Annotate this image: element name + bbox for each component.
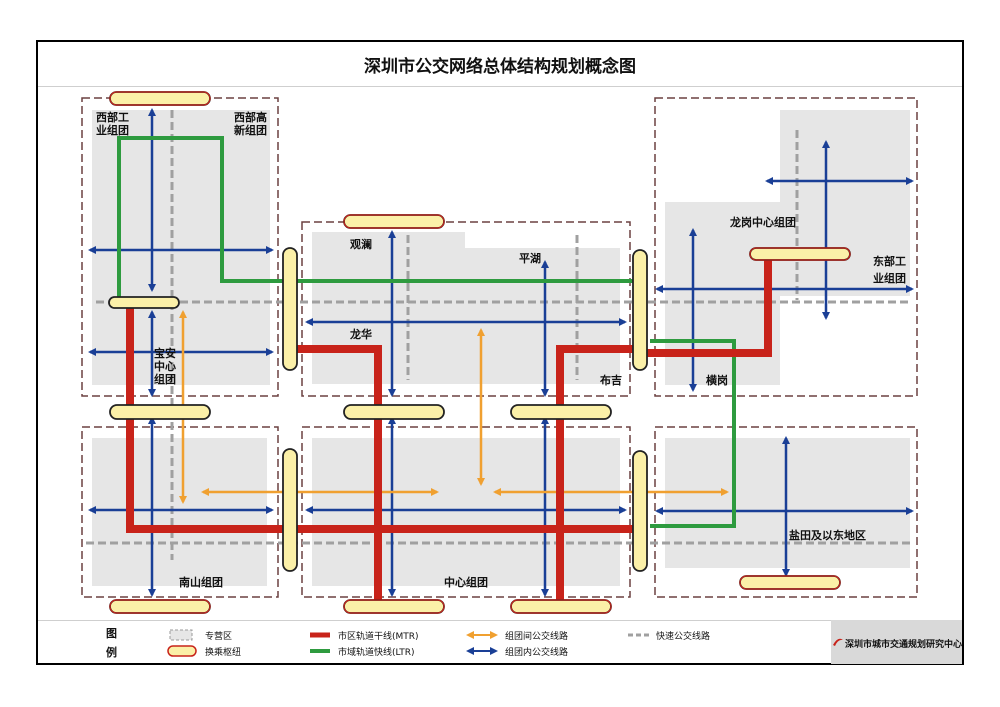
- legend-heading-2: 例: [106, 645, 117, 659]
- legend-express: 快速公交线路: [656, 630, 710, 642]
- legend-divider: [38, 620, 962, 621]
- zone-cutouts: [465, 110, 910, 385]
- label-pinghu: 平湖: [519, 251, 541, 265]
- label-longgang: 龙岗中心组团: [729, 215, 796, 229]
- legend-heading-1: 图: [106, 627, 117, 640]
- intra-bus-lines: [88, 108, 914, 597]
- label-xibu-gongye-1: 西部工: [96, 110, 129, 124]
- title-divider: [38, 86, 962, 87]
- legend-mtr: 市区轨道干线(MTR): [338, 630, 419, 642]
- label-longhua: 龙华: [349, 327, 372, 341]
- ltr-lines: [117, 136, 736, 528]
- page-title: 深圳市公交网络总体结构规划概念图: [364, 57, 636, 77]
- brand-box: [831, 620, 962, 664]
- label-baoan-3: 组团: [154, 372, 176, 386]
- label-xibu-gaoxin-2: 新组团: [234, 123, 267, 137]
- label-buji: 布吉: [600, 373, 622, 387]
- label-xibu-gongye-2: 业组团: [96, 123, 129, 137]
- label-baoan-2: 中心: [154, 359, 176, 373]
- label-xibu-gaoxin-1: 西部高: [234, 110, 267, 124]
- label-dongbu-1: 东部工: [873, 254, 906, 268]
- label-nanshan: 南山组团: [179, 575, 223, 589]
- hub-rims: [109, 91, 851, 614]
- label-yantian: 盐田及以东地区: [789, 528, 866, 542]
- express-lines: [86, 110, 912, 560]
- legend-hub-swatch: [167, 645, 197, 657]
- legend: 图 例 专营区 换乘枢纽 市区轨道干线(MTR) 市域轨道快线(LTR) 组团间…: [106, 627, 710, 659]
- brand-name: 深圳市城市交通规划研究中心: [845, 640, 963, 650]
- mtr-lines: [126, 253, 772, 600]
- legend-intra: 组团内公交线路: [505, 646, 568, 658]
- label-guanlan: 观澜: [350, 237, 372, 251]
- transfer-hubs: [108, 91, 851, 614]
- label-zhongxin: 中心组团: [444, 575, 488, 589]
- legend-zone: 专营区: [205, 630, 232, 642]
- label-henggang: 横岗: [706, 373, 728, 387]
- legend-inter: 组团间公交线路: [505, 630, 568, 642]
- label-dongbu-2: 业组团: [873, 271, 906, 285]
- legend-ltr: 市域轨道快线(LTR): [338, 646, 415, 658]
- legend-zone-swatch: [169, 629, 193, 641]
- brand-logo-icon: [833, 638, 843, 646]
- area-labels: 西部工 业组团 西部高 新组团 观澜 平湖 龙岗中心组团 东部工 业组团 宝安 …: [96, 110, 906, 589]
- legend-hub: 换乘枢纽: [205, 646, 241, 658]
- label-baoan-1: 宝安: [154, 346, 176, 360]
